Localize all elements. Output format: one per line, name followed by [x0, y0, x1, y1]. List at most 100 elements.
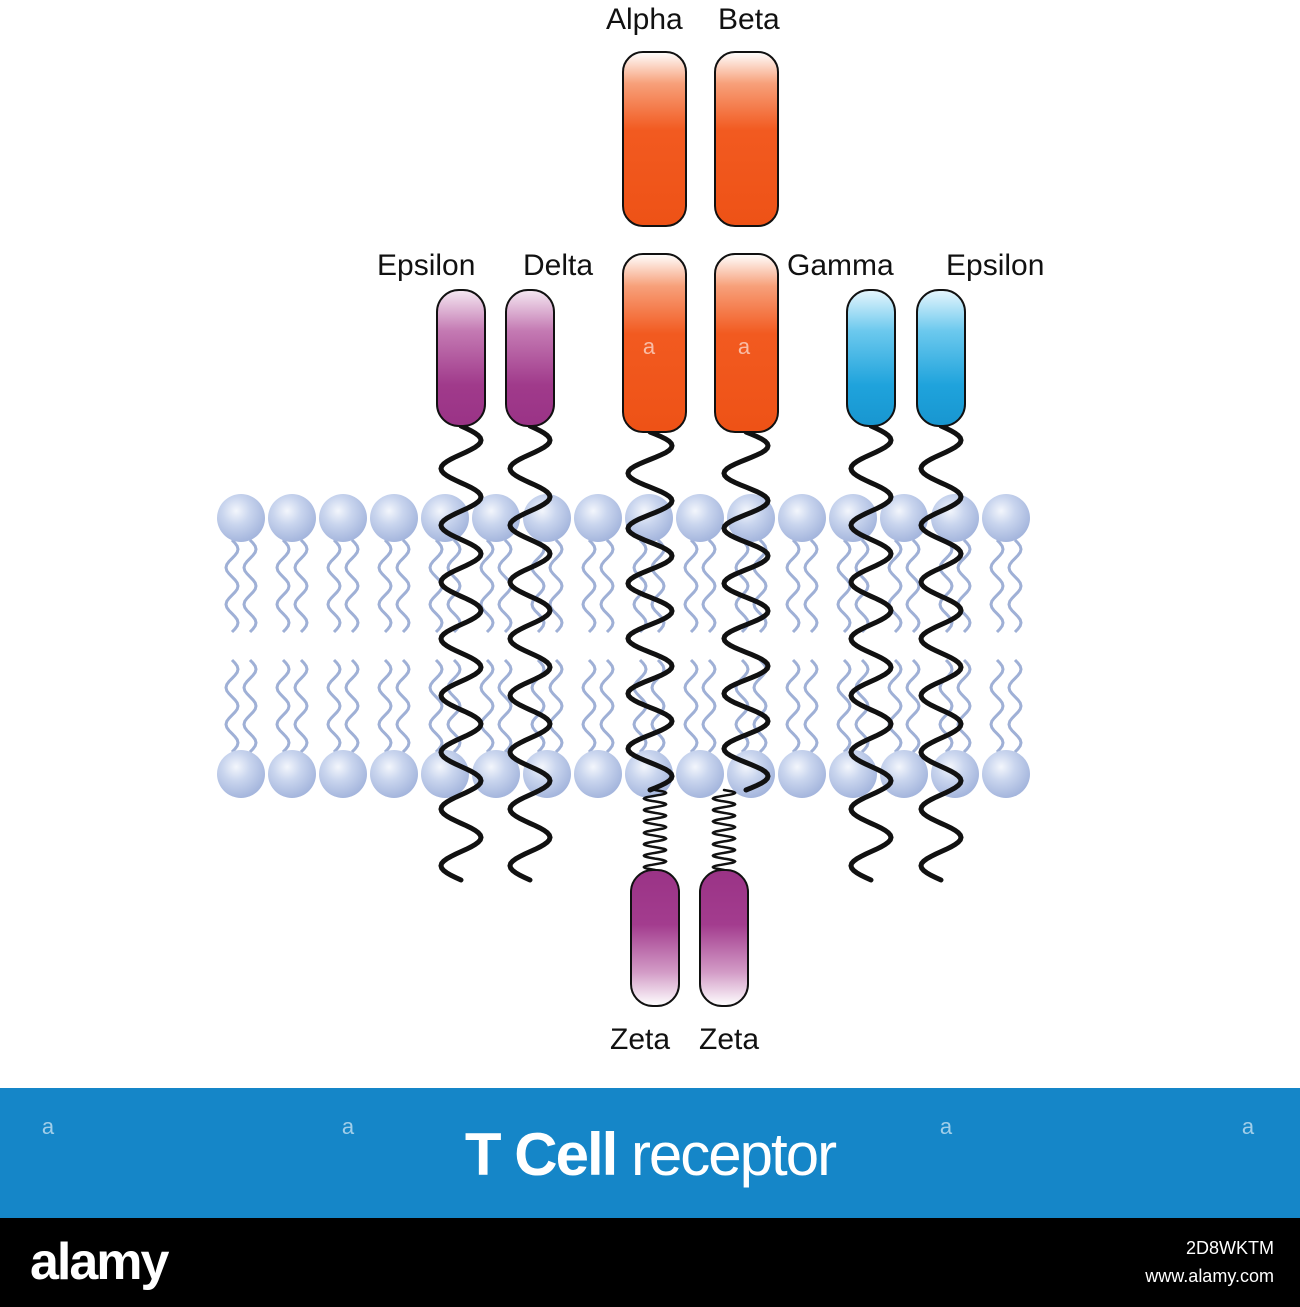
lipid-tail — [497, 658, 513, 754]
lipid-tail — [1007, 538, 1023, 634]
lipid-head — [574, 750, 622, 798]
lipid-tail — [548, 538, 564, 634]
title-bold-part: T Cell — [464, 1121, 618, 1188]
watermark-mark: a — [342, 1114, 355, 1139]
lipid-head — [370, 494, 418, 542]
alpha-lower-domain — [622, 253, 687, 433]
lipid-head — [370, 750, 418, 798]
lipid-tail — [734, 538, 750, 634]
lipid-head — [625, 494, 673, 542]
lipid-tail — [701, 538, 717, 634]
zeta-left-domain — [630, 869, 680, 1007]
lipid-tail — [701, 658, 717, 754]
lipid-tail — [224, 538, 240, 634]
lipid-head — [268, 750, 316, 798]
label-epsilon-right: Epsilon — [946, 249, 1044, 282]
lipid-tail — [377, 538, 393, 634]
lipid-tail — [836, 658, 852, 754]
beta-tail — [721, 429, 771, 793]
watermark-mark: a — [1242, 1114, 1255, 1139]
lipid-tail — [344, 658, 360, 754]
gamma-tail — [848, 423, 894, 883]
diagram-title: T Cell receptor — [0, 1120, 1300, 1190]
lipid-tail — [581, 538, 597, 634]
alpha-chain — [622, 51, 687, 433]
lipid-tail — [479, 658, 495, 754]
lipid-tail — [905, 538, 921, 634]
label-alpha: Alpha — [606, 3, 683, 36]
banner-background — [0, 1088, 1300, 1218]
image-id: 2D8WKTM — [1185, 1238, 1274, 1258]
lipid-head — [931, 494, 979, 542]
lipid-tail — [683, 538, 699, 634]
lipid-tail — [428, 658, 444, 754]
lipid-head — [472, 750, 520, 798]
lipid-tail — [599, 658, 615, 754]
lipid-tail — [224, 658, 240, 754]
alpha-tail — [625, 429, 675, 793]
transmembrane-tails — [438, 423, 964, 883]
lipid-tail — [938, 538, 954, 634]
lipid-tail — [956, 538, 972, 634]
lipid-tail — [344, 538, 360, 634]
epsilon-left-tail — [438, 423, 484, 883]
beta-lower-domain — [714, 253, 779, 433]
lipid-head — [472, 494, 520, 542]
lipid-tail — [242, 658, 258, 754]
lipid-tail — [395, 538, 411, 634]
lipid-tail — [989, 538, 1005, 634]
lipid-head — [778, 494, 826, 542]
delta-tail — [507, 423, 553, 883]
label-beta: Beta — [718, 3, 780, 36]
alamy-logo: alamy — [30, 1233, 169, 1291]
lipid-tail — [446, 658, 462, 754]
lipid-head — [676, 750, 724, 798]
lipid-tail — [887, 538, 903, 634]
beta-chain — [714, 51, 779, 433]
zeta-right-domain — [699, 869, 749, 1007]
lipid-tail — [887, 658, 903, 754]
lipid-tail — [242, 538, 258, 634]
lipid-tail — [395, 658, 411, 754]
watermark-mark: a — [738, 334, 751, 359]
lipid-head — [676, 494, 724, 542]
epsilon-left-domain — [436, 289, 486, 427]
lipid-tail — [581, 658, 597, 754]
lipid-tail — [1007, 658, 1023, 754]
lipid-tail — [803, 538, 819, 634]
lipid-tail — [752, 658, 768, 754]
lipid-tail — [293, 658, 309, 754]
gamma-domain — [846, 289, 896, 427]
lipid-tail — [479, 538, 495, 634]
lipid-head — [523, 494, 571, 542]
lipid-tail — [956, 658, 972, 754]
lipid-tail — [548, 658, 564, 754]
lipid-head — [982, 750, 1030, 798]
lipid-head — [982, 494, 1030, 542]
site-url: www.alamy.com — [1145, 1266, 1274, 1286]
lipid-tail — [785, 658, 801, 754]
tcr-diagram: a a Alpha Beta Epsilon Delta Gamma Epsil… — [217, 3, 1044, 1056]
label-zeta-right: Zeta — [699, 1023, 759, 1056]
lipid-tail — [326, 658, 342, 754]
lipid-tail — [905, 658, 921, 754]
lipid-tail — [632, 538, 648, 634]
stock-footer: alamy 2D8WKTM www.alamy.com — [0, 1218, 1300, 1307]
lipid-tail — [854, 538, 870, 634]
lipid-head — [880, 750, 928, 798]
label-delta: Delta — [523, 249, 593, 282]
title-light-part: receptor — [616, 1121, 837, 1188]
lipid-tail — [599, 538, 615, 634]
label-epsilon-left: Epsilon — [377, 249, 475, 282]
lipid-head — [778, 750, 826, 798]
title-banner: a a a a — [0, 1088, 1300, 1218]
lipid-head — [217, 750, 265, 798]
lipid-head — [217, 494, 265, 542]
lipid-tail — [650, 538, 666, 634]
beta-upper-domain — [714, 51, 779, 227]
lipid-tail — [683, 658, 699, 754]
lipid-head — [574, 494, 622, 542]
lipid-head — [268, 494, 316, 542]
label-gamma: Gamma — [787, 249, 894, 282]
watermark-mark: a — [42, 1114, 55, 1139]
